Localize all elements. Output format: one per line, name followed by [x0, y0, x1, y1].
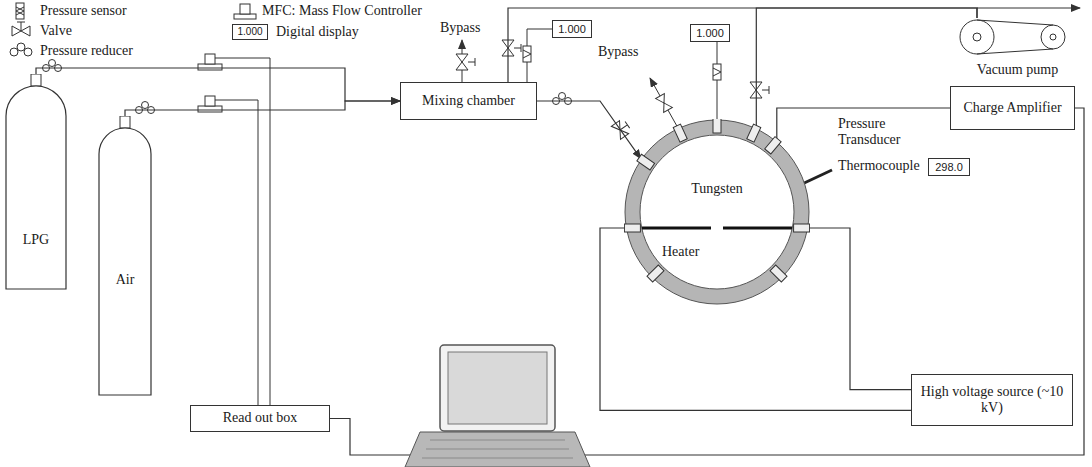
node-text: Read out box: [223, 410, 298, 426]
node-text: 1.000: [696, 27, 724, 40]
vacuum-pump: Vacuum pump: [955, 18, 1080, 78]
node-text: High voltage source (~10 kV): [916, 384, 1068, 416]
pressure-sensor-symbol: [523, 46, 531, 62]
node-text: LPG: [23, 232, 49, 248]
digital-display: 298.0: [928, 158, 970, 177]
high-voltage-source: High voltage source (~10 kV): [911, 374, 1073, 426]
valve-symbol: [456, 54, 468, 70]
digital-display: 1.000: [552, 20, 592, 39]
readout-box: Read out box: [190, 405, 330, 432]
node-text: Mixing chamber: [422, 93, 515, 109]
pump-outlet: [977, 8, 1080, 9]
charge-amplifier: Charge Amplifier: [950, 86, 1075, 130]
mfc-symbol: [198, 106, 222, 112]
display-sample: 1.000: [232, 24, 268, 40]
pipe-connector: [36, 68, 400, 101]
node-text: 298.0: [935, 161, 963, 174]
legend-text: Pressure sensor: [40, 3, 127, 19]
pipe-connector: [537, 101, 641, 159]
gas-cylinder: LPG: [5, 74, 67, 290]
pipe-connector: [809, 228, 911, 390]
pipe-connector: [508, 8, 977, 82]
node-text: 1.000: [558, 23, 586, 36]
legend-text: Valve: [40, 23, 72, 39]
part-label: Thermocouple: [838, 158, 920, 174]
reaction-chamber: Tungsten: [624, 119, 810, 305]
legend-text: MFC: Mass Flow Controller: [262, 3, 422, 19]
pipe-connector: [330, 108, 1084, 455]
mfc-icon: [234, 14, 256, 19]
bypass-line: [650, 78, 678, 128]
bypass-label: Bypass: [598, 44, 638, 60]
node-text: Air: [116, 272, 135, 288]
valve-symbol: [656, 94, 673, 113]
cylinder-outline: [98, 116, 152, 396]
pipe-connector: [756, 8, 977, 128]
part-label: Pressure Transducer: [838, 116, 918, 148]
node-text: Vacuum pump: [977, 62, 1058, 78]
legend-text: Pressure reducer: [40, 43, 133, 59]
cylinder-outline: [5, 74, 67, 290]
node-text: Charge Amplifier: [963, 100, 1061, 116]
pressure-sensor-symbol: [713, 64, 721, 80]
digital-display: 1.000: [690, 24, 730, 43]
pipe-connector: [125, 101, 400, 116]
mfc-symbol: [198, 64, 222, 70]
gas-cylinder: Air: [98, 116, 152, 396]
node-text: Tungsten: [691, 181, 743, 197]
bypass-label: Bypass: [440, 20, 480, 36]
legend-text: Digital display: [276, 24, 359, 40]
pump-symbol: [955, 18, 1080, 56]
mixing-chamber: Mixing chamber: [400, 82, 537, 120]
part-label: Heater: [660, 244, 701, 260]
pressure-reducer-icon: [10, 48, 18, 56]
chamber-outline: [624, 119, 810, 305]
pressure-sensor-icon: [16, 3, 24, 19]
